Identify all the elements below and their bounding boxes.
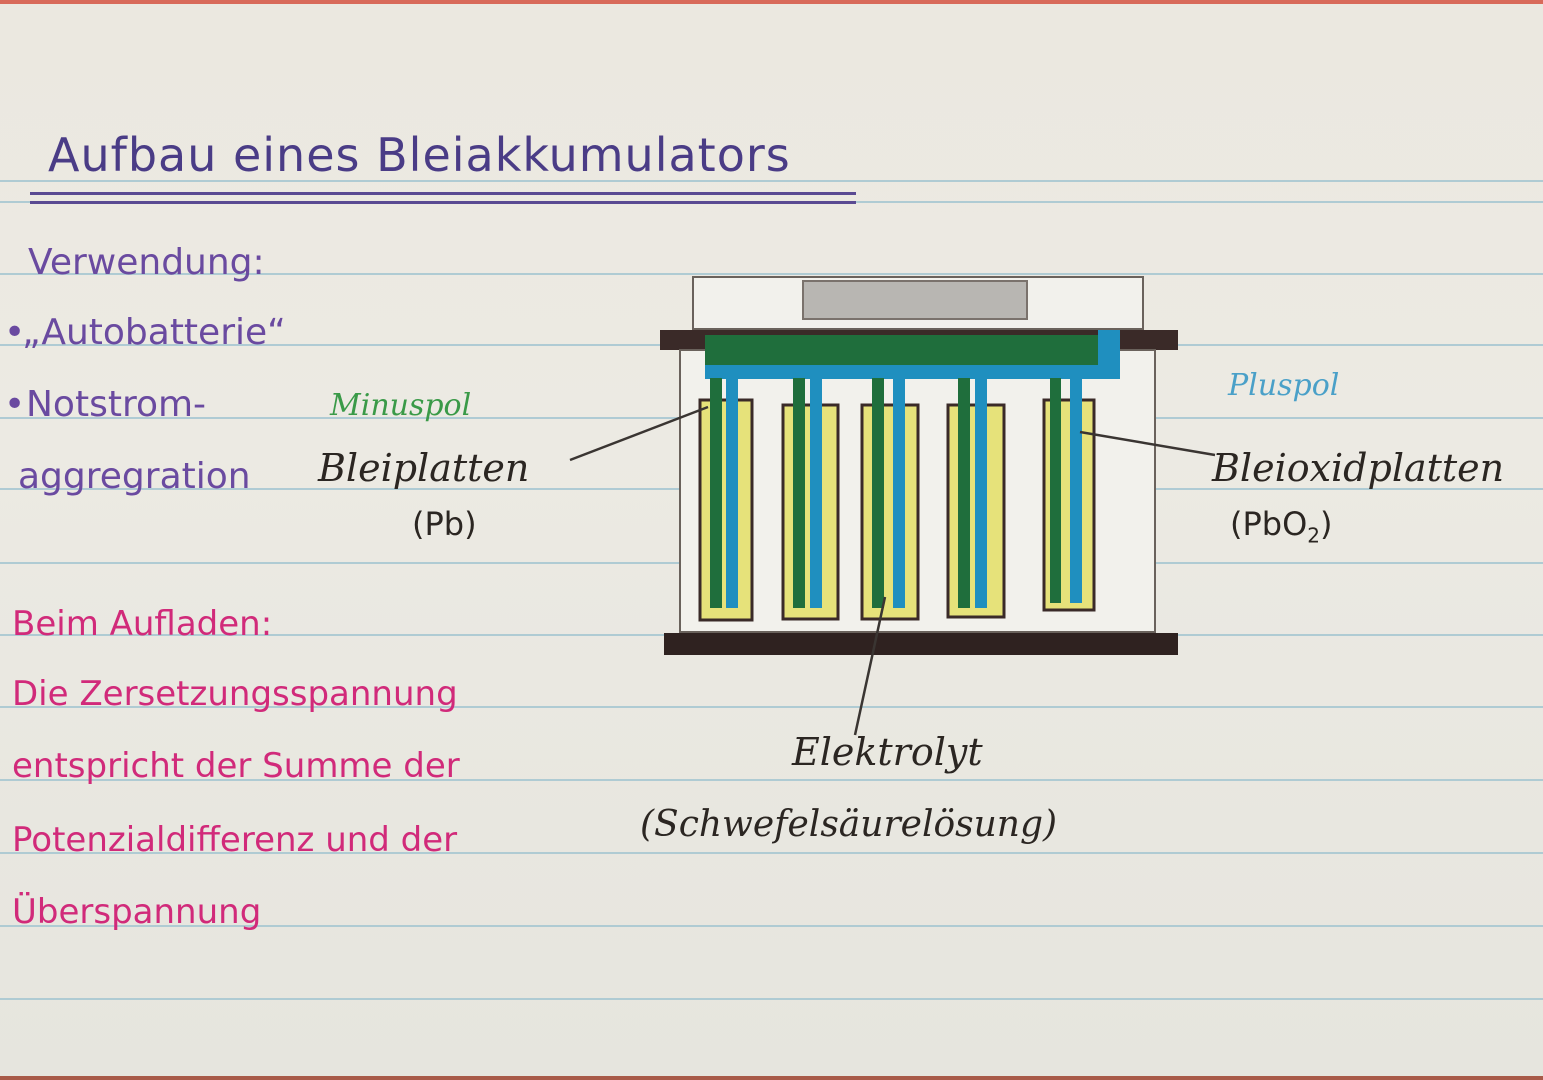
charging-heading: Beim Aufladen: <box>12 604 273 644</box>
usage-item-car-battery: „Autobatterie“ <box>22 312 286 353</box>
charging-line-3: Potenzialdifferenz und der <box>12 820 458 860</box>
cell-1 <box>698 378 754 622</box>
usage-heading: Verwendung: <box>28 242 265 283</box>
plus-pole-label: Pluspol <box>1228 368 1340 403</box>
ruled-line <box>0 779 1543 781</box>
cell-5 <box>1042 378 1096 612</box>
lead-oxide-formula: (PbO2) <box>1230 505 1333 547</box>
cell-3 <box>860 378 920 621</box>
ruled-line <box>0 180 1543 182</box>
card-bottom-edge <box>0 1076 1543 1080</box>
title-underline-second <box>30 201 856 204</box>
lead-plates-label: Bleiplatten <box>318 446 530 490</box>
leader-line-minus <box>569 405 709 462</box>
cell-4 <box>946 378 1006 619</box>
charging-line-1: Die Zersetzungsspannung <box>12 674 458 714</box>
usage-item-bullet-2: • <box>4 384 26 425</box>
charging-line-4: Überspannung <box>12 892 262 932</box>
electrolyte-label: Elektrolyt <box>792 730 983 774</box>
charging-line-2: entspricht der Summe der <box>12 746 460 786</box>
electrolyte-detail-label: (Schwefelsäurelösung) <box>640 804 1058 845</box>
ruled-line <box>0 998 1543 1000</box>
cell-2 <box>781 378 840 621</box>
ruled-line <box>0 706 1543 708</box>
battery-lid-cap <box>802 280 1028 320</box>
usage-item-aggregation: aggregration <box>18 456 251 497</box>
lead-oxide-formula-close: ) <box>1320 505 1333 543</box>
page-title: Aufbau eines Bleiakkumulators <box>48 128 791 182</box>
ruled-line <box>0 925 1543 927</box>
leader-line-electrolyte <box>853 596 887 736</box>
ruled-line <box>0 273 1543 275</box>
usage-item-emergency-power: Notstrom- <box>26 384 207 425</box>
leader-line-plus <box>1079 430 1216 457</box>
title-underline <box>30 192 856 195</box>
lead-oxide-formula-main: (PbO <box>1230 505 1308 543</box>
lead-oxide-plates-label: Bleioxidplatten <box>1212 446 1505 490</box>
bottom-plate <box>664 633 1178 655</box>
card-top-edge <box>0 0 1543 4</box>
minus-pole-label: Minuspol <box>330 388 472 423</box>
ruled-line <box>0 852 1543 854</box>
usage-item-bullet-1: • <box>4 312 26 353</box>
plus-bus-bar <box>705 365 1120 379</box>
lead-oxide-formula-subscript: 2 <box>1307 523 1321 548</box>
lead-formula: (Pb) <box>412 505 477 543</box>
minus-bus-bar <box>705 335 1100 365</box>
